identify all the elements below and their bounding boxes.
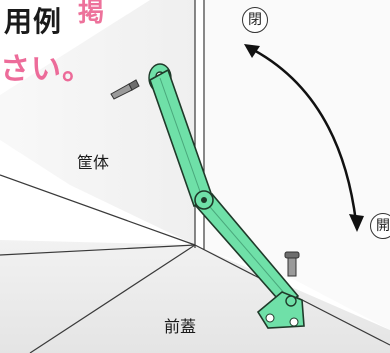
screw-icon — [110, 79, 140, 100]
cabinet-label: 筐体 — [77, 153, 110, 172]
middle-hinge — [194, 190, 214, 210]
page-title: 用例 — [4, 5, 63, 38]
front-lid-label: 前蓋 — [164, 317, 197, 336]
cabinet-top-diagonal — [0, 174, 196, 246]
lid-front-edge — [29, 244, 196, 353]
cabinet-bottom-diagonal — [0, 244, 196, 256]
title-cut-text: 掲 — [78, 0, 105, 28]
screw-icon — [284, 251, 300, 277]
pink-overlay-text: さい。 — [0, 52, 93, 87]
motion-arc-arrow-icon — [244, 44, 364, 232]
cabinet-panel — [0, 0, 195, 245]
lower-bracket — [256, 291, 305, 329]
close-label: 閉 — [242, 7, 268, 33]
open-label: 開 — [370, 213, 390, 239]
